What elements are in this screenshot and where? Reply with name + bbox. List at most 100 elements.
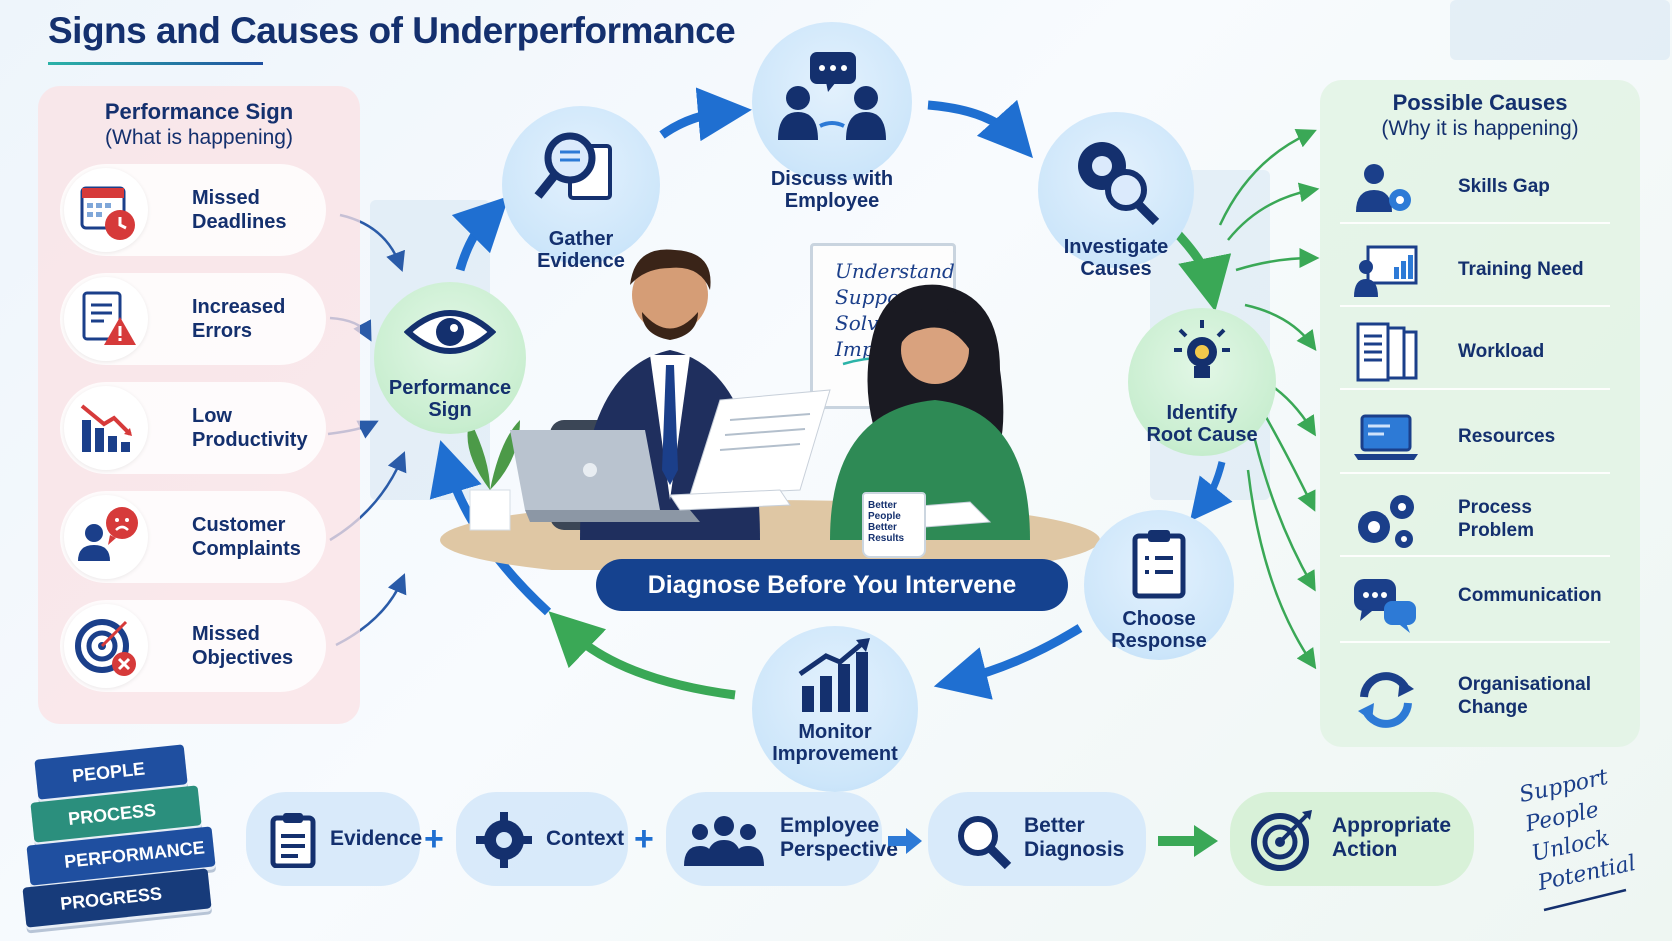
formula-arrow	[888, 828, 922, 854]
sign-label: Productivity	[192, 429, 308, 451]
cause-arrow	[1260, 409, 1316, 512]
node-label: Response	[1111, 630, 1207, 652]
cycle-arrow	[933, 624, 1083, 700]
node-label: Investigate	[1063, 236, 1169, 258]
document-stack-icon	[1350, 322, 1422, 386]
cause-label: Communication	[1458, 585, 1602, 606]
cause-item-training-need: Training Need	[1340, 237, 1610, 307]
cycle-arrow	[927, 99, 1033, 159]
node-label: Identify	[1166, 402, 1238, 424]
sign-label: Low	[192, 405, 232, 427]
cause-label: Resources	[1458, 426, 1556, 447]
formula-label: Better	[1024, 814, 1085, 837]
calendar-clock-icon	[64, 168, 148, 252]
conversation-icon	[778, 52, 886, 140]
speech-bubbles-icon	[1350, 575, 1422, 639]
coffee-mug: Better People Better Results	[862, 492, 926, 558]
formula-label: Diagnosis	[1024, 838, 1125, 861]
cause-label: Workload	[1458, 341, 1545, 362]
cycle-arrow	[659, 87, 752, 142]
target-miss-icon	[64, 604, 148, 688]
formula-label: Action	[1332, 838, 1398, 861]
sign-label: Missed	[192, 623, 260, 645]
formula-context: Context	[456, 792, 628, 886]
node-label: Improvement	[772, 743, 898, 765]
cause-label: Change	[1458, 697, 1528, 718]
node-label: Performance	[388, 377, 512, 399]
sign-label: Missed	[192, 187, 260, 209]
cause-arrow	[1244, 303, 1317, 352]
growth-chart-icon	[798, 638, 870, 712]
formula-label: Appropriate	[1332, 814, 1452, 837]
gear-magnifier-icon	[1078, 142, 1160, 226]
node-label: Sign	[428, 399, 472, 421]
clipboard-icon	[270, 813, 316, 868]
magnifier-icon	[958, 816, 1012, 870]
sign-label: Errors	[192, 320, 253, 342]
laptop-icon	[1350, 406, 1422, 470]
unhappy-customer-icon	[64, 495, 148, 579]
formula-label: Perspective	[780, 838, 898, 861]
whiteboard-text: Understand	[835, 259, 955, 283]
cause-arrow	[1253, 439, 1316, 592]
cycle-arrow	[451, 195, 510, 272]
cycle-arrow	[1189, 461, 1233, 522]
node-label: Root Cause	[1146, 424, 1258, 446]
formula-label: Evidence	[330, 827, 423, 850]
book-stack: PEOPLE PROCESS PERFORMANCE PROGRESS	[0, 740, 240, 940]
node-label: Employee	[784, 190, 880, 212]
node-label: Gather	[548, 228, 614, 250]
cause-item-communication: Communication	[1340, 573, 1610, 643]
mug-text: Better	[868, 522, 897, 533]
cause-label: Training Need	[1458, 259, 1584, 280]
sign-label: Objectives	[192, 647, 294, 669]
target-icon	[1251, 810, 1312, 871]
mug-text: Results	[868, 533, 905, 544]
cause-item-resources: Resources	[1340, 404, 1610, 474]
training-board-icon	[1350, 239, 1422, 303]
refresh-cycle-icon	[1350, 667, 1422, 731]
sign-label: Customer	[192, 514, 286, 536]
mug-text: People	[868, 511, 901, 522]
cycle-arrow	[548, 611, 736, 700]
formula-label: Employee	[780, 814, 880, 837]
cause-item-workload: Workload	[1340, 320, 1610, 390]
plus-sign: +	[634, 820, 654, 858]
cause-arrow	[1227, 182, 1320, 241]
sign-label: Increased	[192, 296, 286, 318]
cause-arrow	[1235, 248, 1320, 272]
sign-label: Complaints	[192, 538, 301, 560]
meeting-illustration	[440, 249, 1100, 570]
plus-sign: +	[424, 820, 444, 858]
lightbulb-icon	[1174, 320, 1230, 378]
node-label: Causes	[1080, 258, 1152, 280]
panel-title: Possible Causes	[1392, 90, 1568, 115]
cause-arrow	[1218, 129, 1317, 226]
cause-arrow	[1246, 469, 1317, 670]
magnifier-document-icon	[534, 132, 612, 200]
diagnose-banner: Diagnose Before You Intervene	[596, 559, 1068, 611]
cause-label: Skills Gap	[1458, 176, 1550, 197]
cause-item-process-problem: Process Problem	[1340, 487, 1610, 557]
eye-icon	[404, 310, 496, 354]
gears-icon	[1350, 489, 1422, 553]
document-warning-icon	[64, 277, 148, 361]
panel-subtitle: (Why it is happening)	[1381, 117, 1579, 140]
node-label: Choose	[1122, 608, 1196, 630]
formula-arrow	[1158, 825, 1218, 857]
node-label: Discuss with	[770, 168, 894, 190]
